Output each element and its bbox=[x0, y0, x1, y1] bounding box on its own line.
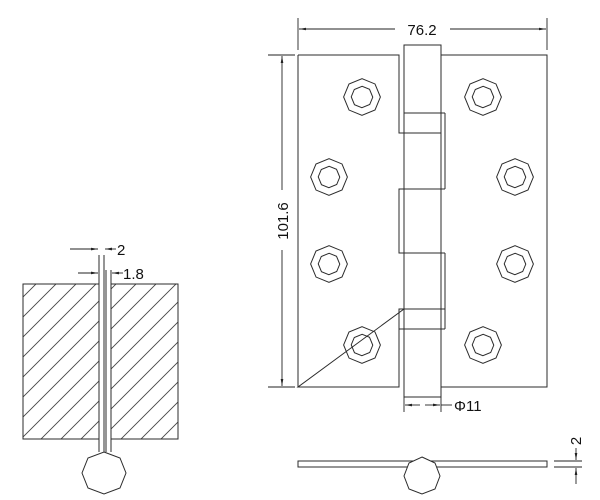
screw-hole-icon bbox=[343, 326, 381, 364]
width-label: 76.2 bbox=[407, 22, 436, 39]
section-view: 2 1.8 bbox=[22, 242, 179, 495]
gap-dimension: 2 bbox=[70, 242, 125, 259]
screw-hole-icon bbox=[496, 245, 534, 283]
left-leaf bbox=[296, 54, 406, 388]
screw-hole-icon bbox=[496, 158, 534, 196]
screw-hole-icon bbox=[310, 158, 348, 196]
section-knuckle-icon bbox=[81, 451, 127, 495]
thickness-dimension: 1.8 bbox=[78, 266, 144, 283]
thickness-label: 1.8 bbox=[123, 266, 144, 283]
knuckle-diameter-label: Φ11 bbox=[454, 398, 482, 415]
knuckle-diameter-dimension: Φ11 bbox=[403, 397, 482, 415]
leaf-thickness-dimension: 2 bbox=[554, 437, 585, 484]
top-view: 2 bbox=[297, 437, 585, 495]
height-label: 101.6 bbox=[275, 202, 292, 240]
screw-hole-icon bbox=[310, 245, 348, 283]
knuckle-barrel bbox=[398, 44, 446, 398]
screw-hole-icon bbox=[464, 326, 502, 364]
front-view: 76.2 101.6 bbox=[268, 18, 548, 415]
top-knuckle-icon bbox=[403, 456, 441, 495]
leaf-thickness-label: 2 bbox=[568, 437, 585, 445]
screw-holes bbox=[310, 78, 534, 364]
screw-hole-icon bbox=[464, 78, 502, 116]
height-dimension: 101.6 bbox=[268, 54, 295, 388]
gap-label: 2 bbox=[117, 242, 125, 259]
width-dimension: 76.2 bbox=[297, 18, 548, 50]
right-leaf bbox=[441, 54, 548, 388]
right-hatched-block bbox=[111, 284, 178, 439]
screw-hole-icon bbox=[343, 78, 381, 116]
left-hatched-block bbox=[23, 284, 99, 439]
